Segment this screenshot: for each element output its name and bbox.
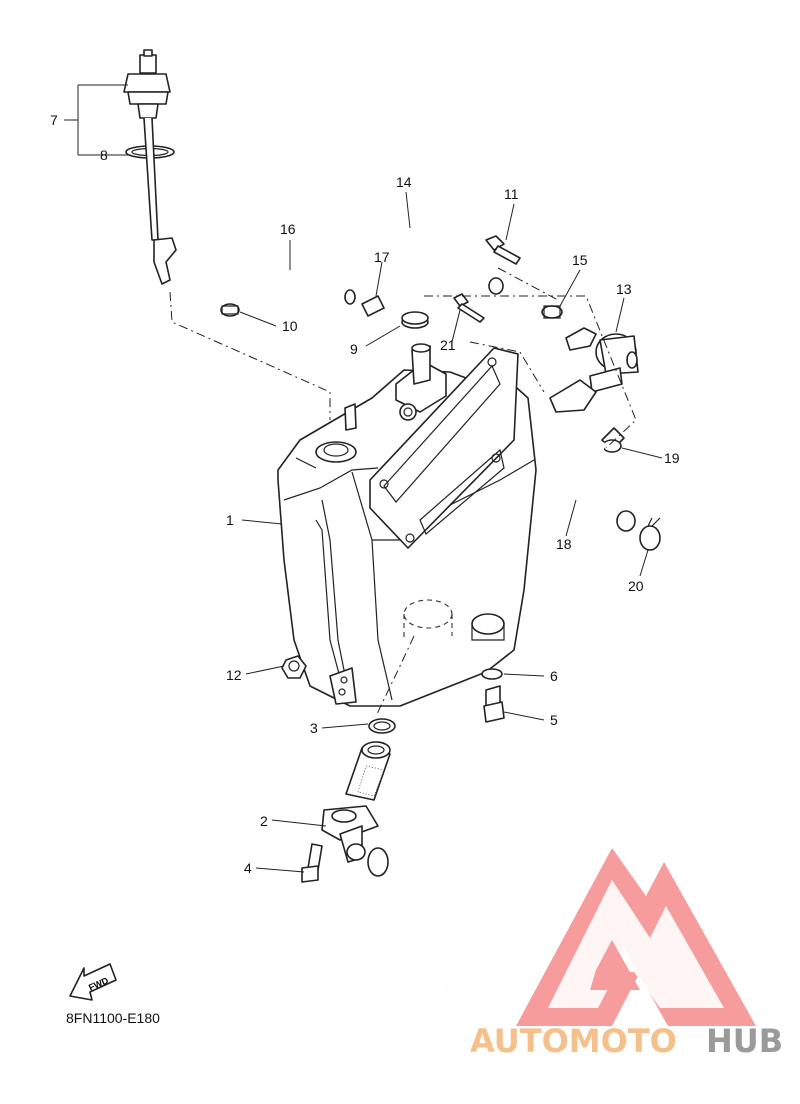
oil-tank xyxy=(277,343,537,707)
callout-2: 2 xyxy=(260,813,268,829)
callout-8: 8 xyxy=(100,147,108,163)
callout-21: 21 xyxy=(440,337,456,353)
callout-19: 19 xyxy=(664,450,680,466)
watermark-text-b: HUB xyxy=(706,1022,783,1060)
callout-16: 16 xyxy=(280,221,296,237)
leader-lines xyxy=(118,154,663,873)
valve-13 xyxy=(549,327,639,413)
nut-12 xyxy=(281,655,307,679)
clamp-17 xyxy=(361,295,385,317)
callout-4: 4 xyxy=(244,860,252,876)
drain-bolt-5 xyxy=(483,685,505,723)
callout-7: 7 xyxy=(50,112,58,128)
callout-12: 12 xyxy=(226,667,242,683)
watermark-logo xyxy=(516,848,756,1026)
clamp-9 xyxy=(401,311,429,329)
strainer-fitting-2 xyxy=(321,741,391,863)
fwd-arrow-icon: FWD xyxy=(69,963,117,1001)
callout-5: 5 xyxy=(550,712,558,728)
clamp-19 xyxy=(601,427,625,453)
diagram-code: 8FN1100-E180 xyxy=(66,1010,160,1026)
bolt-21 xyxy=(453,293,485,323)
callout-14: 14 xyxy=(396,174,412,190)
dipstick-assembly xyxy=(123,49,177,285)
callout-17: 17 xyxy=(374,249,390,265)
callout-3: 3 xyxy=(310,720,318,736)
callout-15: 15 xyxy=(572,252,588,268)
callout-11: 11 xyxy=(504,186,519,202)
bolt-4 xyxy=(301,843,323,883)
o-ring-3 xyxy=(368,718,396,734)
clamp-15 xyxy=(541,305,563,319)
callout-20: 20 xyxy=(628,578,644,594)
callout-6: 6 xyxy=(550,668,558,684)
washer-6 xyxy=(481,668,503,680)
callout-13: 13 xyxy=(616,281,632,297)
callout-1: 1 xyxy=(226,512,234,528)
callout-10: 10 xyxy=(282,318,298,334)
callout-9: 9 xyxy=(350,341,358,357)
bolt-11 xyxy=(485,235,521,265)
callout-18: 18 xyxy=(556,536,572,552)
watermark-text-a: AUTOMOTO xyxy=(470,1022,677,1060)
cap-20 xyxy=(639,517,661,551)
clamp-10 xyxy=(220,303,240,317)
